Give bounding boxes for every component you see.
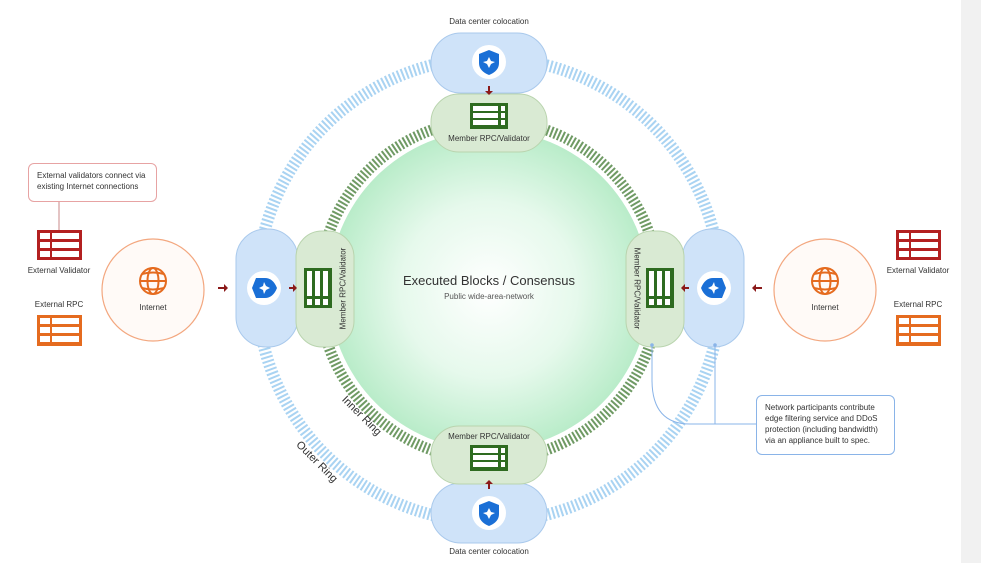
member-bottom-label: Member RPC/Validator — [448, 432, 530, 441]
external-rpc-icon-left — [37, 315, 82, 346]
external-validator-icon-right — [896, 230, 941, 260]
window-edge-strip — [961, 0, 981, 563]
globe-icon — [139, 267, 167, 295]
member-right-label: Member RPC/Validator — [632, 247, 642, 330]
external-rpc-left-label: External RPC — [34, 300, 84, 309]
internet-right-label: Internet — [811, 303, 839, 312]
consensus-subtitle: Public wide-area-network — [444, 292, 534, 301]
external-rpc-icon-right — [896, 315, 941, 346]
colocation-bottom-label: Data center colocation — [449, 547, 529, 556]
member-left-label: Member RPC/Validator — [338, 247, 348, 330]
server-icon-bottom — [470, 445, 508, 471]
server-icon-top — [470, 103, 508, 129]
member-top-label: Member RPC/Validator — [448, 134, 530, 143]
external-validator-right-label: External Validator — [886, 266, 950, 275]
shield-icon-top — [472, 45, 506, 79]
shield-icon-bottom — [472, 496, 506, 530]
participants-callout: Network participants contribute edge fil… — [756, 395, 895, 455]
external-callout: External validators connect via existing… — [28, 163, 157, 202]
internet-left-label: Internet — [139, 303, 167, 312]
shield-icon-left — [247, 271, 281, 305]
colocation-top-label: Data center colocation — [449, 17, 529, 26]
shield-icon-right — [697, 271, 731, 305]
external-rpc-right-label: External RPC — [893, 300, 943, 309]
globe-icon — [811, 267, 839, 295]
arrow-icons — [218, 86, 762, 489]
external-validator-icon-left — [37, 230, 82, 260]
consensus-core — [329, 130, 649, 450]
external-validator-left-label: External Validator — [27, 266, 91, 275]
server-icon-right — [646, 268, 674, 308]
callout-connector-right — [651, 345, 756, 425]
server-icon-left — [304, 268, 332, 308]
consensus-title: Executed Blocks / Consensus — [403, 273, 575, 288]
